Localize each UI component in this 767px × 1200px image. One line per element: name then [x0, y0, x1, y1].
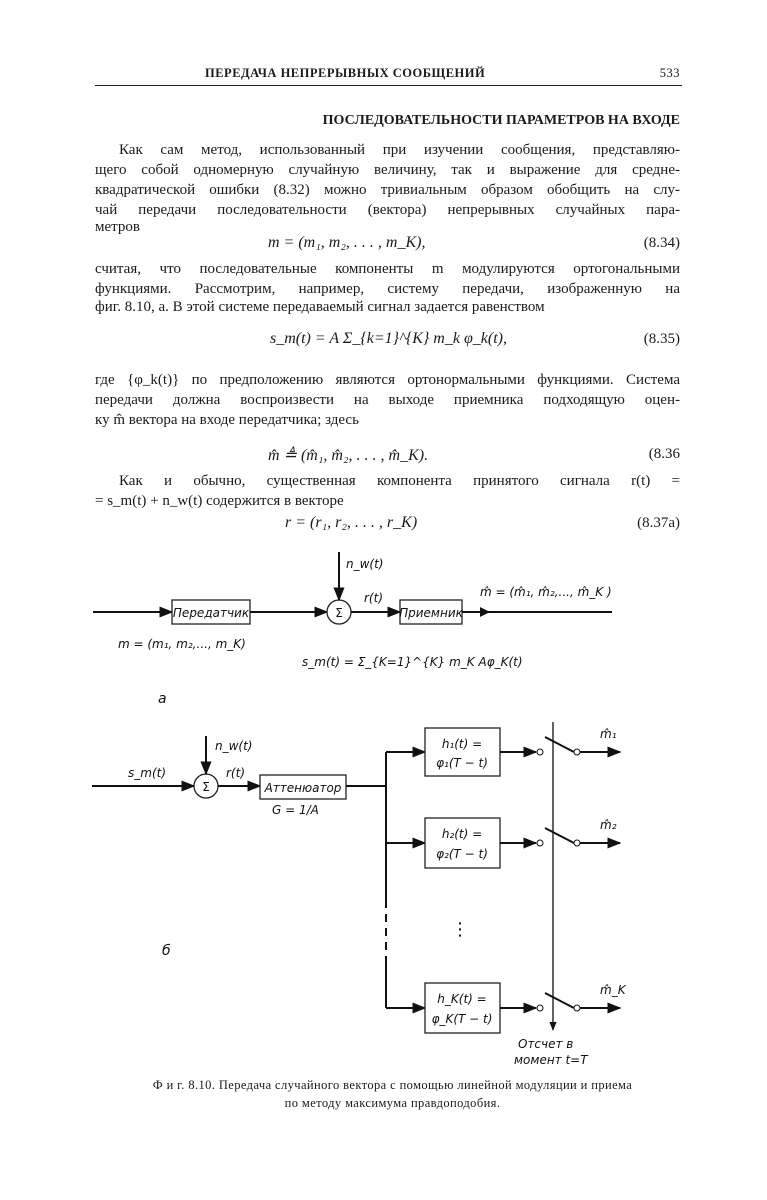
input-label: s_m(t) [128, 766, 166, 780]
figure-8-10: Передатчик Σ n_w(t) r(t) Приемник m̂ = (… [92, 552, 627, 1067]
header-rule [95, 85, 682, 86]
text-line: = s_m(t) + n_w(t) содержится в векторе [95, 493, 344, 509]
attenuator-label: Аттенюатор [264, 781, 342, 795]
signal-formula: s_m(t) = Σ_{K=1}^{K} m_K Aφ_K(t) [302, 655, 523, 669]
sampling-label-1: Отсчет в [518, 1037, 573, 1051]
figure-a-block-diagram: Передатчик Σ n_w(t) r(t) Приемник m̂ = (… [93, 552, 612, 707]
text-line: где {φ_k(t)} по предположению являются о… [95, 372, 680, 388]
text-line: квадратической ошибки (8.32) можно триви… [95, 182, 680, 198]
sum-symbol: Σ [335, 606, 343, 620]
text-line: считая, что последовательные компоненты … [95, 261, 680, 277]
equation-number: (8.36 [648, 446, 680, 462]
equation-number: (8.37a) [637, 515, 680, 531]
noise-label: n_w(t) [215, 739, 253, 753]
text-line: функциями. Рассмотрим, например, систему… [95, 281, 680, 297]
figure-a-label: а [158, 691, 167, 707]
ellipsis: ⋮ [451, 919, 469, 940]
filter-response: h₁(t) = [442, 737, 482, 751]
equation-8-35: s_m(t) = A Σ_{k=1}^{K} m_k φ_k(t), [270, 330, 508, 347]
filter-response: h_K(t) = [437, 992, 486, 1006]
figure-caption-line: Ф и г. 8.10. Передача случайного вектора… [152, 1078, 633, 1092]
output-arrowhead [480, 607, 490, 617]
attenuator-block [259, 774, 347, 800]
section-title: ПОСЛЕДОВАТЕЛЬНОСТИ ПАРАМЕТРОВ НА ВХОДЕ [322, 113, 680, 128]
sampling-switch [544, 736, 575, 753]
output-label: m̂ = (m̂₁, m̂₂,..., m̂_K ) [480, 585, 612, 599]
filter-function: φ_K(T − t) [432, 1012, 493, 1026]
received-label: r(t) [364, 591, 383, 605]
filter-branch-2: h₂(t) = φ₂(T − t) m̂₂ [386, 817, 622, 869]
estimate-label: m̂_K [600, 983, 627, 997]
text-line: метров [95, 219, 140, 235]
input-vector-label: m = (m₁, m₂,..., m_K) [118, 637, 246, 651]
equation-number: (8.34) [643, 235, 680, 251]
filter-response: h₂(t) = [442, 827, 482, 841]
sum-symbol: Σ [202, 780, 210, 794]
estimate-label: m̂₂ [600, 818, 617, 832]
filter-function: φ₂(T − t) [436, 847, 488, 861]
text-line: щего собой одномерную случайную величину… [95, 162, 680, 178]
matched-filter-block [424, 817, 501, 869]
text-line: Как сам метод, использованный при изучен… [119, 142, 680, 158]
filter-function: φ₁(T − t) [436, 756, 488, 770]
transmitter-label: Передатчик [173, 606, 250, 620]
sampling-label-2: момент t=T [514, 1053, 589, 1067]
sampling-switch [544, 992, 575, 1009]
figure-caption-line: по методу максимума правдоподобия. [284, 1096, 501, 1110]
text-line: Как и обычно, существенная компонента пр… [119, 473, 680, 489]
receiver-label: Приемник [399, 606, 464, 620]
text-line: чай передачи последовательности (вектора… [95, 202, 680, 218]
text-line: передачи должна воспроизвести на выходе … [95, 392, 680, 408]
running-title: ПЕРЕДАЧА НЕПРЕРЫВНЫХ СООБЩЕНИЙ [205, 66, 486, 80]
page-number: 533 [659, 66, 680, 80]
sampling-switch [544, 827, 575, 844]
text-line: фиг. 8.10, а. В этой системе передаваемы… [95, 299, 545, 315]
estimate-label: m̂₁ [600, 727, 617, 741]
text-line: ку m̂ вектора на входе передатчика; здес… [95, 412, 359, 428]
filter-branch-1: h₁(t) = φ₁(T − t) m̂₁ [386, 727, 622, 777]
received-label: r(t) [226, 766, 245, 780]
equation-8-34: m = (m₁, m₂, . . . , m_K), [268, 234, 426, 251]
figure-b-label: б [162, 943, 171, 959]
equation-number: (8.35) [643, 331, 680, 347]
gain-label: G = 1/A [272, 803, 319, 817]
equation-8-37a: r = (r₁, r₂, . . . , r_K) [285, 514, 418, 531]
filter-branch-k: h_K(t) = φ_K(T − t) m̂_K [386, 982, 627, 1034]
equation-8-36: m̂ ≜ (m̂₁, m̂₂, . . . , m̂_K). [268, 447, 429, 464]
matched-filter-block [424, 727, 501, 777]
figure-b-block-diagram: s_m(t) Σ n_w(t) r(t) Аттенюатор G = 1/A … [92, 722, 627, 1067]
noise-label: n_w(t) [346, 557, 384, 571]
